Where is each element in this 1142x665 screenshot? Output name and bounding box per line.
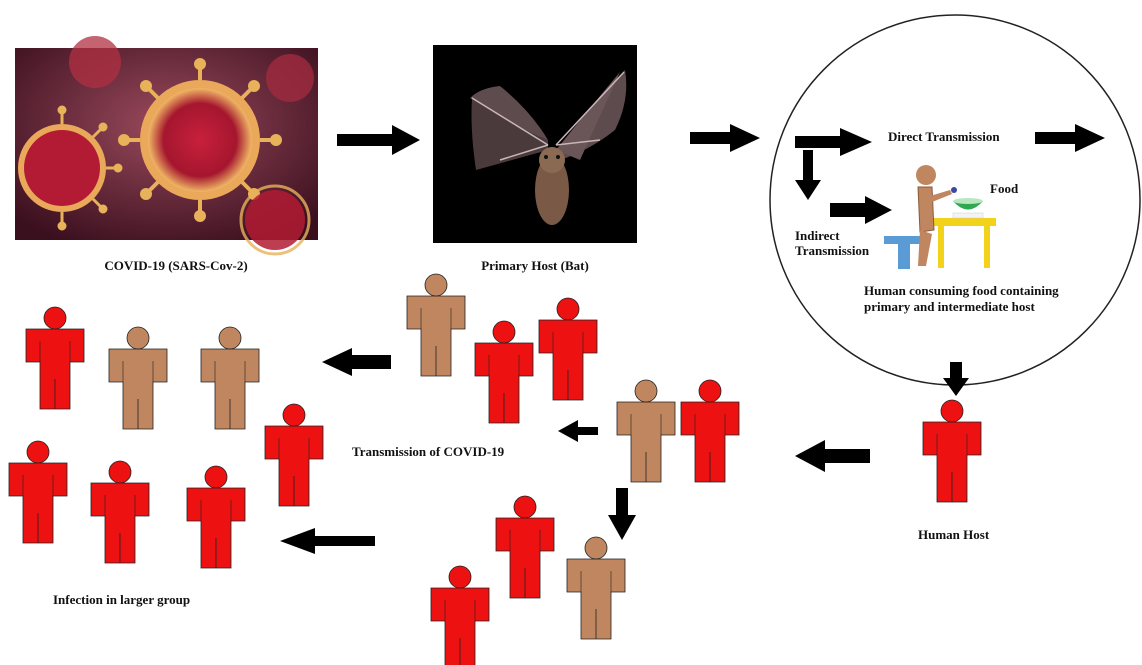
infected-person-icon	[264, 403, 324, 507]
larger-group-label: Infection in larger group	[53, 592, 191, 607]
table-icon	[930, 218, 996, 268]
infected-person-icon	[186, 465, 246, 569]
infected-person-icon	[474, 320, 534, 424]
virus-particle-large	[118, 58, 282, 222]
arrow-virus-to-bat	[337, 125, 420, 155]
healthy-person-icon	[200, 326, 260, 430]
stool-icon	[884, 236, 924, 269]
arrow-direct-in	[795, 128, 872, 156]
infected-person-icon	[495, 495, 555, 599]
infected-person-icon	[8, 440, 68, 544]
arrow-bat-to-circle	[690, 124, 760, 152]
arrow-top-left	[322, 348, 391, 376]
food-label: Food	[990, 181, 1019, 196]
arrow-small-left	[558, 420, 598, 442]
dining-scene	[884, 165, 996, 269]
bat-image	[433, 45, 637, 243]
food-bowl-icon	[952, 198, 984, 219]
arrow-host-to-group	[795, 440, 870, 472]
seated-human-icon	[916, 165, 957, 266]
direct-transmission-label: Direct Transmission	[888, 129, 1000, 144]
consume-label-line1: Human consuming food containing	[864, 283, 1059, 298]
virus-particle-left	[18, 105, 123, 231]
infected-person-icon	[430, 565, 490, 665]
infected-person-icon	[680, 379, 740, 483]
indirect-label-line2: Transmission	[795, 243, 870, 258]
people-layer	[8, 273, 982, 665]
infected-person-icon	[538, 297, 598, 401]
arrow-bottom-left	[280, 528, 375, 554]
healthy-person-icon	[566, 536, 626, 640]
healthy-person-icon	[108, 326, 168, 430]
infected-person-icon	[922, 399, 982, 503]
arrow-down-indirect	[795, 150, 821, 200]
bat-label: Primary Host (Bat)	[481, 258, 589, 273]
arrow-indirect-to-human	[830, 196, 892, 224]
virus-image	[15, 36, 318, 256]
arrow-circle-to-host	[943, 362, 969, 396]
healthy-person-icon	[616, 379, 676, 483]
arrow-down-group	[608, 488, 636, 540]
consume-label-line2: primary and intermediate host	[864, 299, 1035, 314]
healthy-person-icon	[406, 273, 466, 377]
infected-person-icon	[25, 306, 85, 410]
indirect-label-line1: Indirect	[795, 228, 840, 243]
human-host-label: Human Host	[918, 527, 990, 542]
virus-label: COVID-19 (SARS-Cov-2)	[104, 258, 248, 273]
infected-person-icon	[90, 460, 150, 564]
transmission-label: Transmission of COVID-19	[352, 444, 505, 459]
arrow-direct-out	[1035, 124, 1105, 152]
